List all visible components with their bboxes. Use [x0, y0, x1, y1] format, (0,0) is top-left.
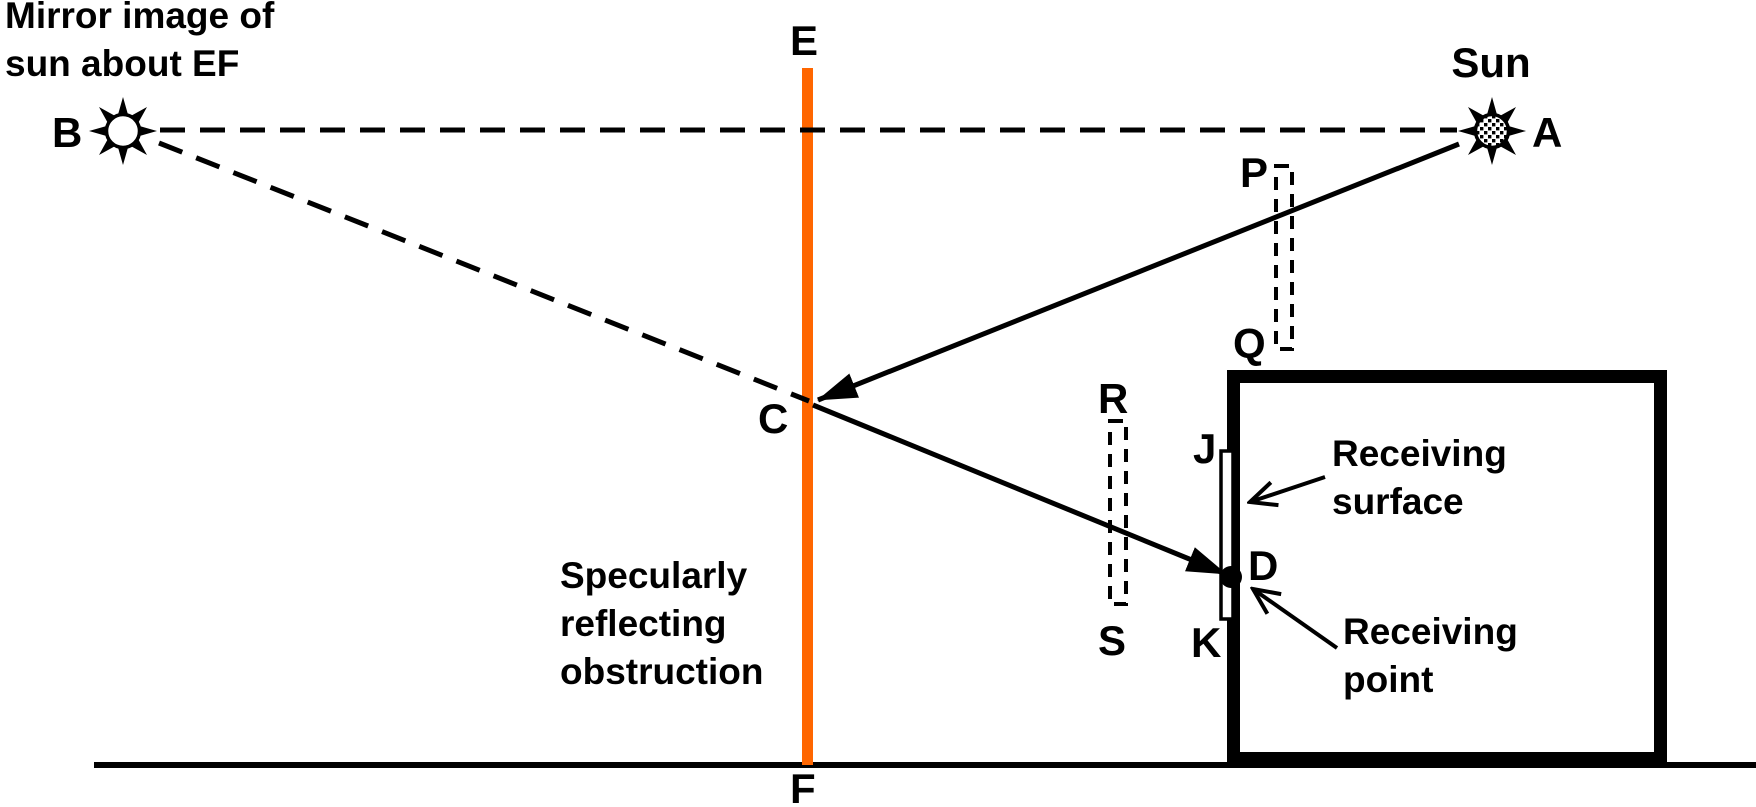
point-label-f: F: [790, 765, 816, 807]
mirror-image-label-line1: Mirror image of: [5, 0, 275, 36]
ray-a-c: [817, 141, 1460, 403]
ray-c-d: [812, 402, 1227, 577]
sun-mirror-icon: [89, 97, 157, 165]
point-label-d: D: [1248, 542, 1278, 589]
point-label-e: E: [790, 17, 818, 64]
point-label-b: B: [52, 109, 82, 156]
receiving-point-label-line1: Receiving: [1343, 611, 1518, 652]
point-label-j: J: [1193, 425, 1216, 472]
pointer-arrow-receiving-surface: [1250, 475, 1326, 502]
ray-b-c-dashed: [158, 140, 810, 404]
receiving-surface-label-line1: Receiving: [1332, 433, 1507, 474]
point-label-c: C: [758, 395, 788, 442]
obstruction-label-line3: obstruction: [560, 651, 763, 692]
receiving-surface-label-line2: surface: [1332, 481, 1464, 522]
mirror-image-label-line2: sun about EF: [5, 43, 239, 84]
point-label-a: A: [1532, 109, 1562, 156]
point-label-r: R: [1098, 375, 1128, 422]
point-label-p: P: [1240, 149, 1268, 196]
pointer-arrow-receiving-point: [1253, 589, 1339, 650]
aperture-bar-rs: [1108, 419, 1128, 606]
point-label-q: Q: [1233, 320, 1266, 367]
receiving-point-dot: [1220, 566, 1242, 588]
sun-label: Sun: [1451, 39, 1530, 86]
receiving-point-label-line2: point: [1343, 659, 1433, 700]
receiving-surface: [1219, 449, 1235, 621]
point-label-k: K: [1191, 619, 1221, 666]
point-label-s: S: [1098, 617, 1126, 664]
aperture-bar-pq: [1274, 164, 1294, 351]
obstruction-label-line2: reflecting: [560, 603, 727, 644]
obstruction-label-line1: Specularly: [560, 555, 748, 596]
sun-icon: [1458, 97, 1526, 165]
